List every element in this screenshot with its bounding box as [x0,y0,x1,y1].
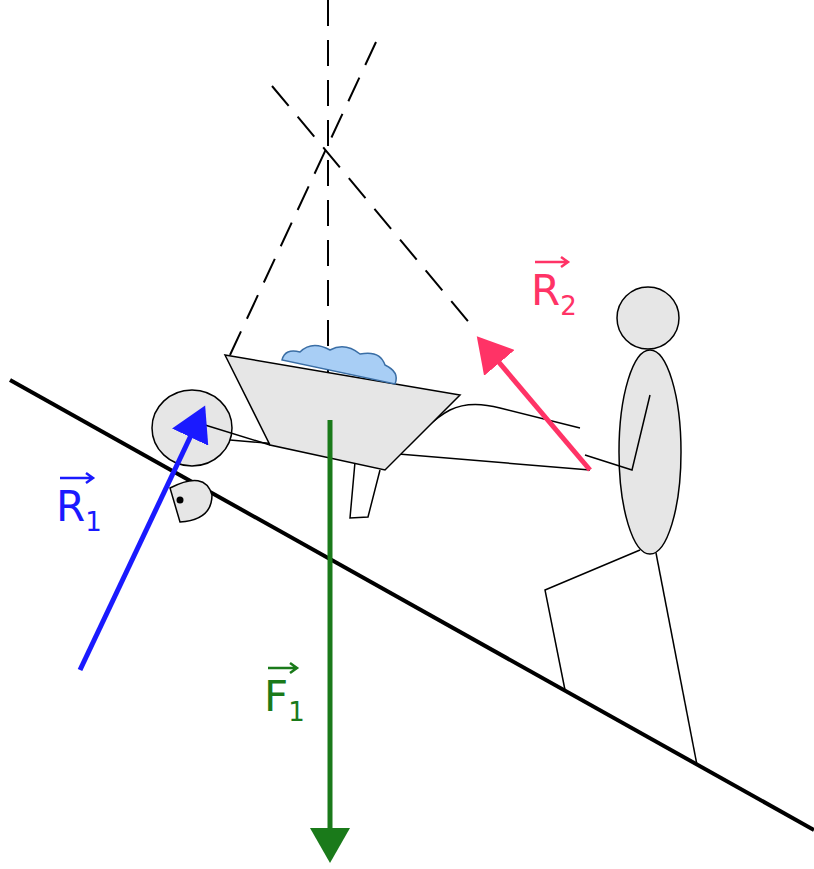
force-label-r2: R2 [531,270,577,319]
force-label-f1: F1 [264,676,305,725]
force-label-r1: R1 [56,486,102,535]
